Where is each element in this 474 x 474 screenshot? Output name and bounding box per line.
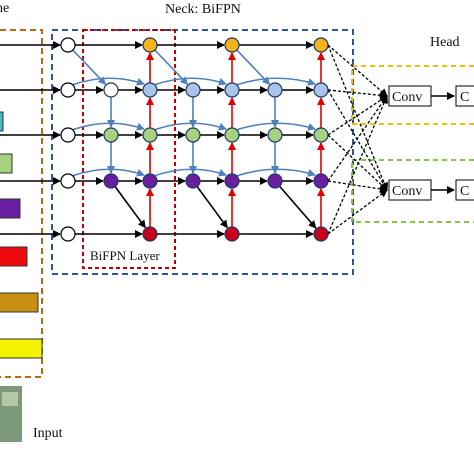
out-node-2-2 bbox=[313, 127, 329, 143]
mid-to-out-1-4 bbox=[196, 186, 228, 229]
backbone-section: ne Input bbox=[0, 1, 63, 442]
backbone-label: ne bbox=[0, 1, 9, 16]
input-node-0 bbox=[60, 37, 76, 53]
mid-node-1-1 bbox=[185, 82, 201, 98]
out-node-0-0 bbox=[142, 37, 158, 53]
mid-node-1-2 bbox=[185, 127, 201, 143]
head-title: Head bbox=[430, 35, 460, 50]
mid-node-1-3 bbox=[185, 173, 201, 189]
backbone-bar-3 bbox=[0, 198, 21, 219]
skip-arc-1-1 bbox=[153, 77, 227, 86]
backbone-bar-2 bbox=[0, 153, 13, 174]
out-node-1-3 bbox=[224, 173, 240, 189]
conv2-box-top bbox=[455, 85, 474, 107]
head-edge-2-1 bbox=[327, 134, 388, 191]
input-label: Input bbox=[33, 426, 63, 441]
backbone-bar-1 bbox=[0, 111, 4, 132]
head-section: Head Conv C Conv C bbox=[327, 35, 474, 235]
backbone-bar-6 bbox=[0, 338, 43, 359]
out-node-2-1 bbox=[313, 82, 329, 98]
head-box-bottom bbox=[351, 159, 474, 223]
bifpn-layer-border bbox=[82, 29, 176, 269]
skip-arc-0-3 bbox=[71, 168, 145, 177]
head-edges bbox=[327, 44, 389, 235]
input-node-4 bbox=[60, 226, 76, 242]
head-edge-3-1 bbox=[327, 180, 388, 193]
backbone-bar-4 bbox=[0, 246, 28, 267]
out-node-1-2 bbox=[224, 127, 240, 143]
skip-arc-1-3 bbox=[153, 168, 227, 177]
mid-to-out-2-4 bbox=[278, 185, 317, 229]
mid-node-2-1 bbox=[267, 82, 283, 98]
bifpn-layer-label: BiFPN Layer bbox=[90, 248, 160, 263]
conv2-box-bottom bbox=[455, 179, 474, 201]
input-node-1 bbox=[60, 82, 76, 98]
skip-arc-0-2 bbox=[71, 122, 145, 131]
head-edge-4-1 bbox=[327, 189, 388, 235]
out-node-0-3 bbox=[142, 173, 158, 189]
out-node-0-1 bbox=[142, 82, 158, 98]
mid-node-2-3 bbox=[267, 173, 283, 189]
conv2-label-top: C bbox=[460, 90, 469, 105]
out-node-0-4 bbox=[142, 226, 158, 242]
input-node-2 bbox=[60, 127, 76, 143]
conv2-label-bottom: C bbox=[460, 184, 469, 199]
neck-border bbox=[51, 29, 354, 275]
mid-to-out-0-4 bbox=[114, 186, 146, 229]
conv-label-top: Conv bbox=[392, 90, 422, 105]
backbone-border bbox=[0, 29, 43, 378]
out-node-0-2 bbox=[142, 127, 158, 143]
out-node-2-3 bbox=[313, 173, 329, 189]
head-edge-1-0 bbox=[327, 89, 388, 100]
head-edge-3-0 bbox=[327, 95, 388, 182]
out-node-2-4 bbox=[313, 226, 329, 242]
head-edge-2-0 bbox=[327, 95, 388, 136]
skip-arc-1-2 bbox=[153, 122, 227, 131]
input-image-highlight bbox=[2, 392, 18, 406]
skip-arc-0-1 bbox=[71, 77, 145, 86]
mid-node-2-2 bbox=[267, 127, 283, 143]
conv-label-bottom: Conv bbox=[392, 184, 422, 199]
head-edge-0-1 bbox=[327, 44, 389, 191]
head-edge-0-0 bbox=[327, 44, 388, 97]
out-node-1-4 bbox=[224, 226, 240, 242]
out-node-1-0 bbox=[224, 37, 240, 53]
neck-title: Neck: BiFPN bbox=[165, 2, 241, 17]
mid-node-0-3 bbox=[103, 173, 119, 189]
input-node-3 bbox=[60, 173, 76, 189]
skip-arc-2-2 bbox=[235, 122, 316, 131]
out-node-1-1 bbox=[224, 82, 240, 98]
skip-arc-2-1 bbox=[235, 77, 316, 86]
neck-edges bbox=[0, 41, 325, 238]
skip-arc-2-3 bbox=[235, 168, 316, 177]
mid-node-0-1 bbox=[103, 82, 119, 98]
backbone-bar-5 bbox=[0, 292, 39, 313]
out-node-2-0 bbox=[313, 37, 329, 53]
mid-node-0-2 bbox=[103, 127, 119, 143]
head-edge-4-0 bbox=[327, 95, 388, 235]
neck-nodes bbox=[60, 37, 329, 242]
head-edge-1-1 bbox=[327, 89, 388, 191]
